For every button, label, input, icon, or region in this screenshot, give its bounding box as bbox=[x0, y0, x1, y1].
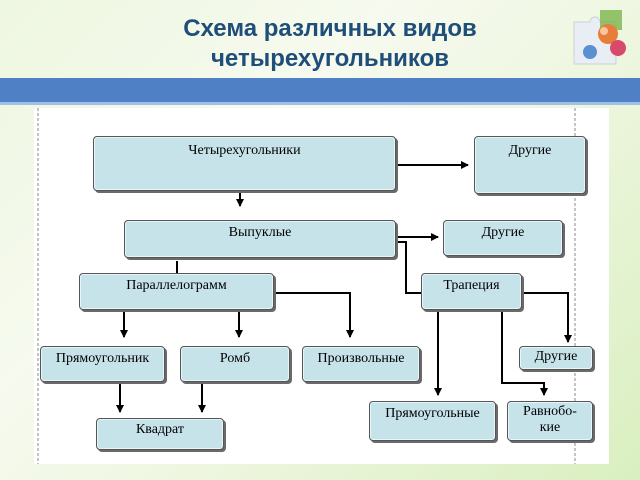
node-rectangle: Прямоугольник bbox=[40, 346, 165, 382]
edge-trapezoid-other bbox=[522, 292, 572, 343]
node-quadrilaterals: Четырехугольники bbox=[93, 136, 396, 191]
edge-parallelogram-arbitrary bbox=[274, 292, 354, 338]
node-isosceles-label-line-1: Равнобо- bbox=[523, 404, 577, 419]
diagram-connectors bbox=[37, 108, 576, 464]
node-square-label: Квадрат bbox=[135, 422, 185, 437]
node-arbitrary-label: Произвольные bbox=[317, 351, 405, 366]
node-right-trapezoid-label: Прямоугольные bbox=[385, 406, 480, 421]
node-parallelogram: Параллелограмм bbox=[79, 273, 274, 310]
node-right-trapezoid: Прямоугольные bbox=[369, 401, 496, 441]
node-other-top: Другие bbox=[474, 136, 586, 194]
title-divider-highlight bbox=[0, 102, 640, 105]
node-convex-label: Выпуклые bbox=[228, 225, 292, 240]
slide-title-line-2: четырехугольников bbox=[211, 45, 449, 72]
node-square: Квадрат bbox=[96, 418, 224, 450]
node-quadrilaterals-label: Четырехугольники bbox=[188, 143, 301, 158]
node-other-top-label: Другие bbox=[508, 143, 552, 158]
node-trapezoid: Трапеция bbox=[421, 273, 522, 310]
slide-title-line-1: Схема различных видов bbox=[183, 15, 477, 42]
node-parallelogram-label: Параллелограмм bbox=[126, 278, 227, 293]
node-trapezoid-label: Трапеция bbox=[443, 278, 500, 293]
slide-title: Схема различных видов четырехугольников bbox=[100, 14, 560, 74]
puzzle-logo-icon bbox=[566, 4, 636, 74]
node-arbitrary: Произвольные bbox=[302, 346, 420, 382]
edge-convex-trapezoid bbox=[396, 241, 421, 294]
node-isosceles-trapezoid: Равнобо- кие bbox=[507, 401, 593, 441]
node-rectangle-label: Прямоугольник bbox=[55, 351, 150, 366]
node-other-convex: Другие bbox=[443, 220, 563, 256]
title-divider-bar bbox=[0, 78, 640, 102]
edge-trapezoid-isosceles bbox=[501, 310, 548, 396]
diagram-panel: Четырехугольники Другие Выпуклые Другие … bbox=[34, 108, 609, 464]
node-convex: Выпуклые bbox=[124, 220, 396, 258]
node-isosceles-label-line-2: кие bbox=[539, 420, 561, 435]
node-other-convex-label: Другие bbox=[481, 225, 525, 240]
node-other-trapezoid: Другие bbox=[519, 346, 593, 370]
node-other-trapezoid-label: Другие bbox=[534, 349, 578, 364]
node-rhombus-label: Ромб bbox=[219, 351, 251, 366]
node-rhombus: Ромб bbox=[180, 346, 290, 382]
